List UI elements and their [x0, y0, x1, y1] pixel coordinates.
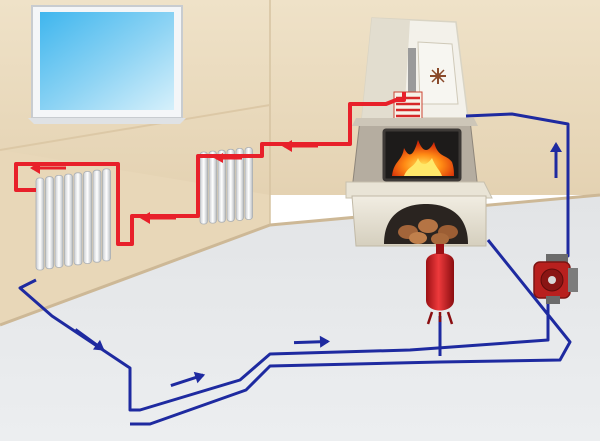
pump-icon [533, 254, 578, 304]
flue-pipe [408, 48, 416, 96]
radiator-left [35, 168, 111, 271]
fireplace-hearth [345, 181, 493, 199]
circulation-pump [533, 254, 578, 304]
radiator-middle [199, 147, 253, 225]
radiator-fin [35, 177, 45, 271]
radiator-fin [45, 176, 54, 270]
tank-icon [426, 244, 454, 325]
flow-arrows [30, 140, 562, 387]
hot-flow-arrow-icon [140, 212, 176, 224]
radiator-fin [83, 171, 92, 264]
hot-flow-arrow-icon [30, 162, 66, 174]
hot-flow-arrow-icon [214, 153, 242, 163]
decor-ornament-icon [430, 68, 446, 84]
window-glass [40, 12, 174, 110]
cold-flow-arrow-icon [170, 371, 206, 387]
cold-flow-arrow-icon [74, 328, 105, 351]
radiator-fin [102, 168, 111, 262]
wall-trim [0, 104, 271, 151]
radiator-icon [35, 168, 111, 271]
radiator-fin [54, 175, 64, 268]
return-lower-edge [130, 239, 572, 426]
radiator-fin [64, 173, 73, 267]
hot-flow-arrow-icon [282, 140, 318, 152]
radiator-fin [235, 148, 244, 221]
window-sill [28, 118, 186, 124]
radiator-fin [226, 148, 235, 222]
logs-icon [398, 219, 458, 245]
fireplace [345, 17, 493, 247]
radiator-fin [244, 147, 253, 220]
pipe-network [14, 92, 572, 426]
flame-icon [392, 140, 454, 176]
radiator-fin [199, 151, 208, 225]
radiator-icon [199, 147, 253, 225]
radiator-fin [92, 169, 102, 263]
radiator-fin [208, 150, 217, 224]
return-pipe [18, 112, 570, 412]
supply-pipe [14, 92, 406, 246]
fireplace-top-shelf [352, 118, 478, 126]
radiator-fin [73, 172, 83, 266]
expansion-tank [426, 244, 454, 325]
radiator-fin [217, 149, 226, 223]
coil-icon [393, 91, 423, 123]
cold-flow-arrow-icon [550, 142, 562, 178]
window [28, 5, 186, 124]
cold-flow-arrow-icon [293, 335, 330, 348]
